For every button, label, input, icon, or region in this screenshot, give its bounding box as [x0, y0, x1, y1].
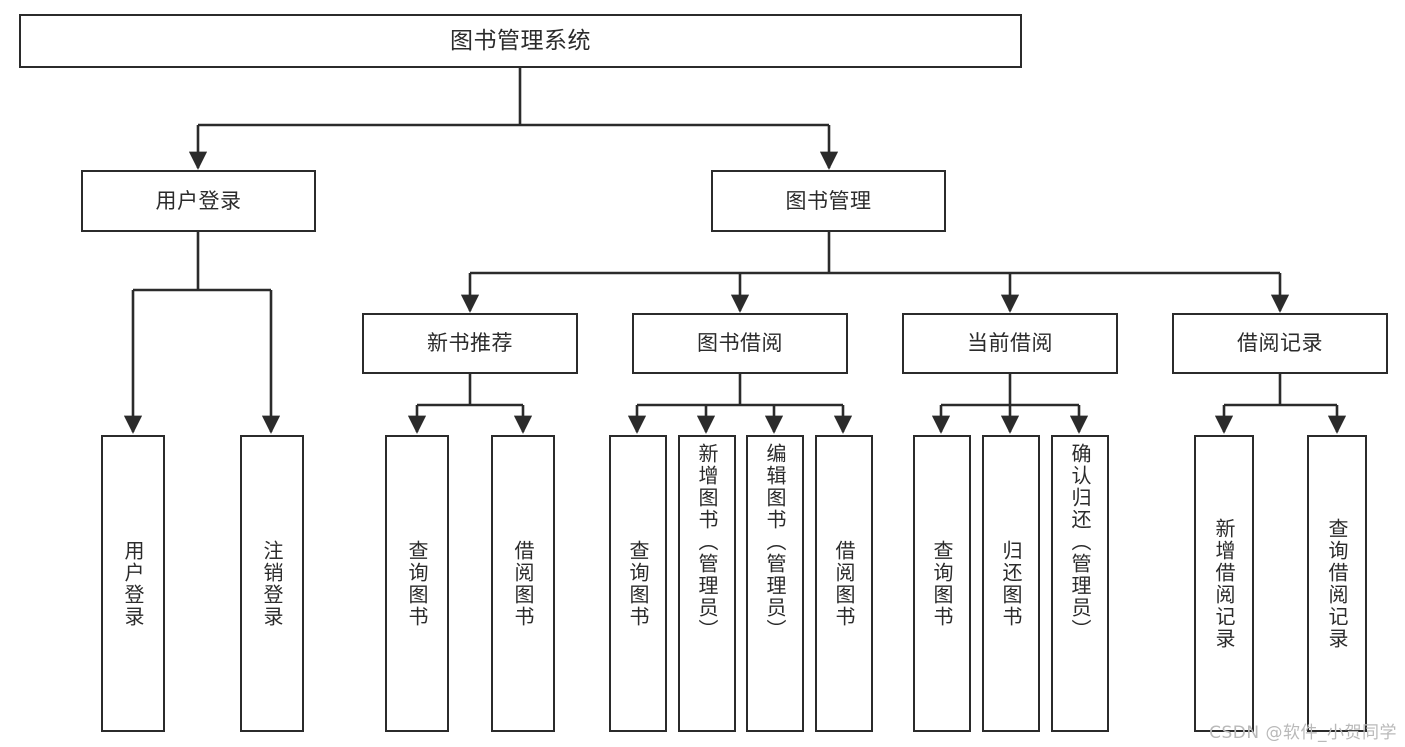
node-leaf-confirm-return-label: 确认归还（管理员）	[1068, 443, 1092, 641]
node-leaf-add-record-label: 新增借阅记录	[1212, 517, 1236, 650]
node-current-borrow-label: 当前借阅	[967, 331, 1053, 356]
node-leaf-return-book-label: 归还图书	[999, 539, 1023, 628]
node-leaf-query-record[interactable]: 查询借阅记录	[1307, 435, 1367, 732]
node-user-login[interactable]: 用户登录	[81, 170, 316, 232]
node-leaf-query-book-2-label: 查询图书	[626, 539, 650, 628]
node-root-label: 图书管理系统	[450, 27, 591, 54]
node-current-borrow[interactable]: 当前借阅	[902, 313, 1118, 374]
node-root[interactable]: 图书管理系统	[19, 14, 1022, 68]
node-leaf-query-record-label: 查询借阅记录	[1325, 517, 1349, 650]
node-leaf-query-book-3[interactable]: 查询图书	[913, 435, 971, 732]
node-leaf-borrow-book-1[interactable]: 借阅图书	[491, 435, 555, 732]
node-book-borrow[interactable]: 图书借阅	[632, 313, 848, 374]
node-leaf-return-book[interactable]: 归还图书	[982, 435, 1040, 732]
node-leaf-add-book-label: 新增图书（管理员）	[695, 443, 719, 641]
watermark-text: CSDN @软件_小贺同学	[1209, 723, 1397, 743]
node-leaf-add-record[interactable]: 新增借阅记录	[1194, 435, 1254, 732]
node-leaf-edit-book[interactable]: 编辑图书（管理员）	[746, 435, 804, 732]
node-leaf-borrow-book-1-label: 借阅图书	[511, 539, 535, 628]
node-leaf-logout-login-label: 注销登录	[260, 539, 284, 628]
node-leaf-query-book-3-label: 查询图书	[930, 539, 954, 628]
node-leaf-user-login[interactable]: 用户登录	[101, 435, 165, 732]
node-leaf-query-book-1[interactable]: 查询图书	[385, 435, 449, 732]
node-leaf-query-book-2[interactable]: 查询图书	[609, 435, 667, 732]
node-book-borrow-label: 图书借阅	[697, 331, 783, 356]
node-leaf-borrow-book-2[interactable]: 借阅图书	[815, 435, 873, 732]
node-leaf-borrow-book-2-label: 借阅图书	[832, 539, 856, 628]
node-leaf-confirm-return[interactable]: 确认归还（管理员）	[1051, 435, 1109, 732]
node-borrow-record-label: 借阅记录	[1237, 331, 1323, 356]
node-leaf-edit-book-label: 编辑图书（管理员）	[763, 443, 787, 641]
node-borrow-record[interactable]: 借阅记录	[1172, 313, 1388, 374]
node-new-book-recommend[interactable]: 新书推荐	[362, 313, 578, 374]
node-leaf-user-login-label: 用户登录	[121, 539, 145, 628]
node-leaf-logout-login[interactable]: 注销登录	[240, 435, 304, 732]
node-leaf-add-book[interactable]: 新增图书（管理员）	[678, 435, 736, 732]
node-leaf-query-book-1-label: 查询图书	[405, 539, 429, 628]
node-new-book-recommend-label: 新书推荐	[427, 331, 513, 356]
node-book-manage[interactable]: 图书管理	[711, 170, 946, 232]
node-user-login-label: 用户登录	[155, 188, 242, 213]
node-book-manage-label: 图书管理	[785, 188, 872, 213]
